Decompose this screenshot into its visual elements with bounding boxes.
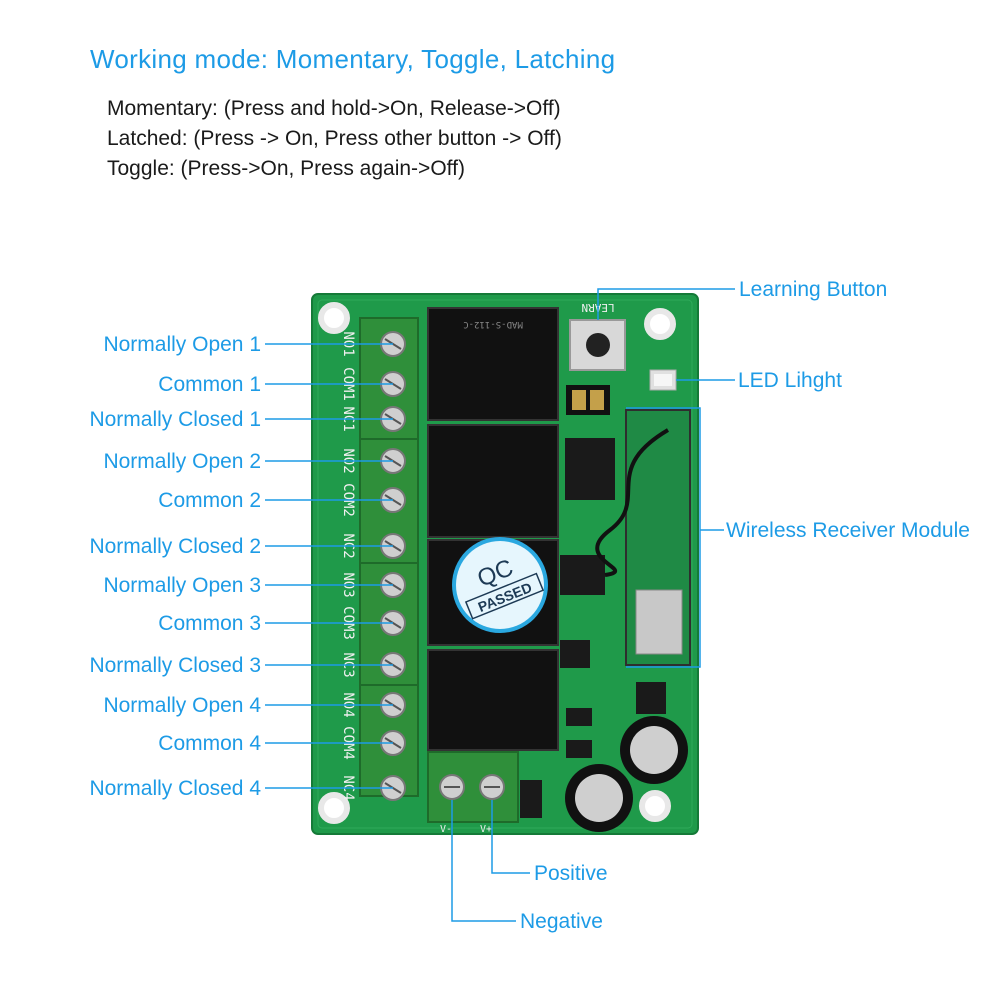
learning-button[interactable]: LEARN [569, 301, 626, 371]
relay-marking: MAD-S-112-C [463, 319, 523, 329]
relay-1 [427, 307, 559, 421]
mode-latched: Latched: (Press -> On, Press other butto… [107, 127, 562, 150]
wireless-receiver-module [595, 409, 691, 666]
terminal-label: Common 3 [158, 612, 261, 635]
wireless-module-label: Wireless Receiver Module [726, 519, 970, 542]
terminal-label: Common 2 [158, 489, 261, 512]
terminal-label: Common 1 [158, 373, 261, 396]
led-label: LED Lihght [738, 369, 842, 392]
led-light [649, 369, 677, 391]
terminal-labels: Normally Open 1 Common 1 Normally Closed 1… [89, 333, 393, 800]
terminal-label: Normally Closed 3 [89, 654, 261, 677]
jumper [566, 385, 610, 415]
terminal-label: Normally Open 4 [103, 694, 261, 717]
page-title: Working mode: Momentary, Toggle, Latchin… [90, 44, 616, 74]
mode-toggle: Toggle: (Press->On, Press again->Off) [107, 157, 465, 180]
positive-leader [491, 800, 530, 874]
terminal-label: Normally Closed 2 [89, 535, 261, 558]
negative-label: Negative [520, 910, 603, 933]
learning-button-leader [597, 288, 735, 320]
terminal-label: Normally Open 3 [103, 574, 261, 597]
relay-2 [427, 424, 559, 538]
wireless-bracket [626, 407, 701, 668]
terminal-label: Common 4 [158, 732, 261, 755]
power-minus-mark: V- [440, 824, 452, 835]
terminal-block [359, 317, 419, 801]
terminal-label: Normally Open 2 [103, 450, 261, 473]
relay-4 [427, 649, 559, 751]
relays: MAD-S-112-C [427, 307, 559, 751]
negative-leader [451, 800, 516, 922]
learning-button-label: Learning Button [739, 278, 887, 301]
component-labels: Learning Button LED Lihght Wireless Rece… [451, 278, 970, 933]
terminal-label: Normally Closed 1 [89, 408, 261, 431]
capacitors [565, 716, 688, 832]
terminal-label: Normally Open 1 [103, 333, 261, 356]
ics [520, 438, 666, 818]
terminal-label: Normally Closed 4 [89, 777, 261, 800]
power-terminal: V- V+ [427, 751, 519, 835]
qc-sticker: QC PASSED [452, 537, 548, 633]
positive-label: Positive [534, 862, 608, 885]
mode-momentary: Momentary: (Press and hold->On, Release-… [107, 97, 561, 120]
power-plus-mark: V+ [480, 824, 492, 835]
